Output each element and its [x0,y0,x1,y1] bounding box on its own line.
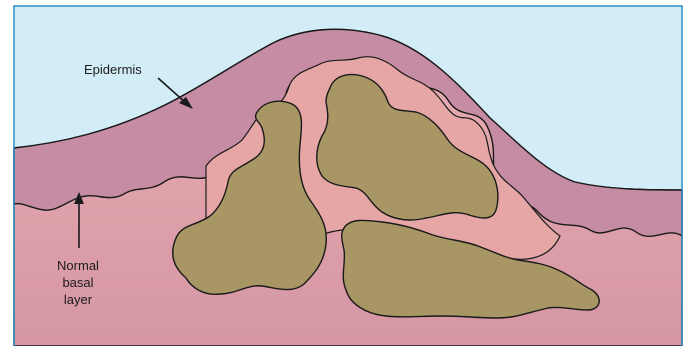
label-normal-basal-line3: layer [64,292,93,307]
label-epidermis: Epidermis [84,62,142,77]
label-normal-basal-line2: basal [62,275,93,290]
label-normal-basal-line1: Normal [57,258,99,273]
